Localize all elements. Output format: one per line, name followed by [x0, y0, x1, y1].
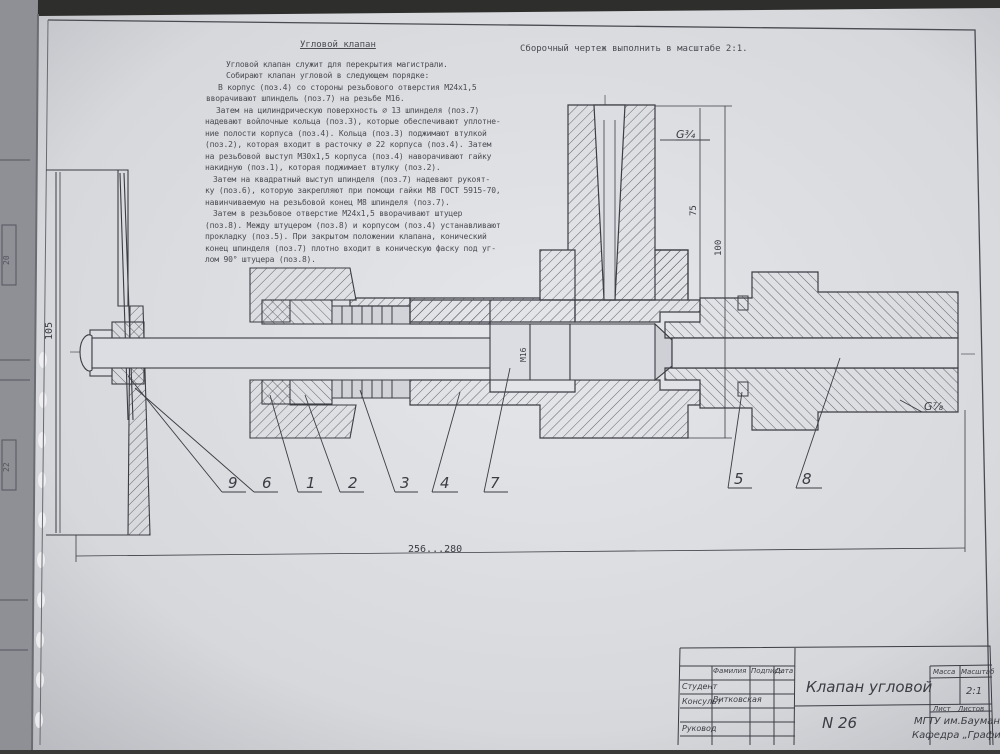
note-line: Собирают клапан угловой в следующем поря… [226, 71, 430, 80]
dim-75: 75 [689, 205, 699, 216]
note-title: Угловой клапан [300, 40, 376, 50]
tb-header-surname: Фамилия [713, 667, 747, 675]
pos-3: 3 [400, 474, 410, 492]
body-pos4 [349, 104, 701, 439]
tb-mass-label: Масса [933, 668, 956, 676]
note-line: Угловой клапан служит для перекрытия маг… [226, 60, 448, 69]
note-line: (поз.8). Между штуцером (поз.8) и корпус… [205, 221, 501, 230]
note-line: (поз.2), которая входит в расточку ∅ 22 … [205, 140, 492, 149]
pos-6: 6 [262, 474, 272, 492]
tb-row-supervisor: Руковод [682, 724, 717, 733]
frame-border [47, 19, 991, 746]
title-block-grid [677, 645, 994, 746]
dim-overall: 256...280 [408, 544, 462, 555]
pos-2: 2 [348, 474, 358, 492]
felt-rings-pos3 [331, 305, 411, 399]
tb-org-line2: Кафедра „Графика” [912, 730, 1000, 741]
assembly-note: Сборочный чертеж выполнить в масштабе 2:… [520, 44, 748, 54]
left-page-22: 22 [2, 462, 11, 472]
note-line: ввoрачивают шпиндель (поз.7) на резьбе М… [206, 94, 405, 103]
dim-105: 105 [44, 322, 55, 340]
pipe-thread-right: G⅞ [924, 400, 944, 413]
note-line: прокладку (поз.5). При закрытом положени… [205, 232, 487, 241]
note-line: на резьбовой выступ М30х1,5 корпуса (поз… [205, 152, 492, 161]
tb-header-signature: Подпись [751, 667, 783, 675]
tb-consultant-name: Витковская [713, 695, 762, 704]
bush-pos2 [261, 299, 333, 405]
tb-drawing-title: Клапан угловой [806, 678, 933, 696]
note-line: ку (поз.6), которую закрепляют при помощ… [205, 186, 501, 195]
note-line: Затем на цилиндрическую поверхность ∅ 13… [216, 106, 480, 115]
note-line: накидную (поз.1), которая поджимает втул… [205, 163, 441, 172]
leaders [127, 139, 954, 493]
left-page-20: 20 [2, 255, 11, 265]
tb-org-line1: МГТУ им.Баумана [914, 716, 1000, 727]
note-line: ние полости корпуса (поз.4). Кольца (поз… [205, 129, 487, 138]
note-line: надевают войлочные кольца (поз.3), котор… [205, 117, 501, 126]
note-line: В корпус (поз.4) со стороны резьбового о… [218, 83, 477, 92]
pos-4: 4 [440, 474, 450, 492]
pos-9: 9 [228, 474, 238, 492]
spindle-pos7 [91, 322, 673, 382]
tb-scale-label: Масштаб [961, 668, 995, 676]
tb-sheets-label: Листов [958, 705, 985, 713]
pos-1: 1 [306, 474, 316, 492]
dimension-lines [59, 105, 966, 562]
pos-5: 5 [734, 470, 744, 488]
tb-sheet-label: Лист [933, 705, 951, 713]
dim-100: 100 [714, 240, 724, 256]
note-line: конец шпинделя (поз.7) плотно входит в к… [205, 244, 496, 253]
pipe-thread-top: G¾ [676, 128, 696, 141]
tb-row-consultant: Консульт [682, 697, 722, 706]
pos-8: 8 [802, 470, 812, 488]
note-line: навинчиваемую на резьбовой конец М8 шпин… [205, 198, 450, 207]
tb-row-student: Студент [682, 682, 718, 691]
tb-header-date: Дата [775, 667, 794, 675]
tb-drawing-number: N 26 [822, 714, 858, 732]
pos-7: 7 [490, 474, 500, 492]
tb-scale-value: 2:1 [966, 686, 983, 697]
note-line: Затем на квадратный выступ шпинделя (поз… [213, 175, 490, 184]
note-line: лом 90° штуцера (поз.8). [205, 255, 316, 264]
fitting-pos8 [664, 271, 959, 431]
note-line: Затем в резьбовое отверстие М24х1,5 ввoр… [213, 209, 463, 218]
thread-m16: M16 [519, 347, 528, 362]
